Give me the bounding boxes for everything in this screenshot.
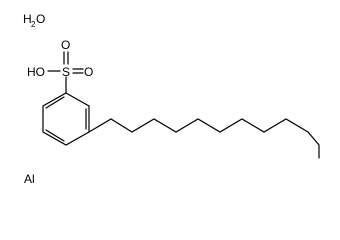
benzene-ring xyxy=(42,92,90,146)
aluminium-label: Al xyxy=(24,172,35,186)
water-h-label: H xyxy=(23,12,32,26)
ring-double-bond-lower-left xyxy=(45,129,65,142)
ring-outline xyxy=(42,92,90,146)
ring-double-bond-upper-left xyxy=(45,96,65,109)
molecule-drawing: H 2 O O HO S O Al xyxy=(23,12,320,186)
sulfur-label: S xyxy=(62,65,70,79)
water-subscript: 2 xyxy=(31,20,36,29)
oxo-label-top: O xyxy=(61,38,70,52)
water-molecule: H 2 O xyxy=(23,12,45,29)
dodecyl-chain xyxy=(88,118,320,159)
water-o-label: O xyxy=(36,12,45,26)
sulfonic-acid-group: O HO S O xyxy=(27,38,93,94)
structure-diagram: H 2 O O HO S O Al xyxy=(23,12,320,186)
hydroxyl-label: HO xyxy=(27,65,45,79)
oxo-label-right: O xyxy=(84,65,93,79)
